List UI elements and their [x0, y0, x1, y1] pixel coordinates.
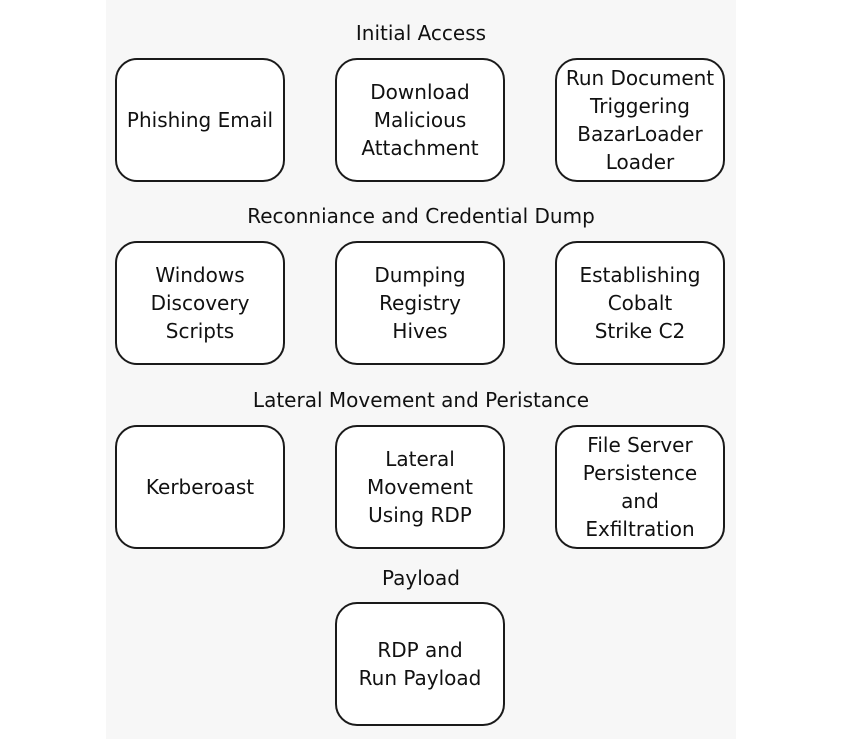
step-label: Windows Discovery Scripts	[150, 263, 250, 343]
step-label: Run Document Triggering BazarLoader Load…	[565, 66, 715, 174]
step-label: Establishing Cobalt Strike C2	[579, 263, 701, 343]
stage-title-recon-credential-dump: Reconniance and Credential Dump	[247, 204, 595, 228]
step-establishing-cobalt-strike-c2: Establishing Cobalt Strike C2	[555, 241, 725, 365]
step-label: Download Malicious Attachment	[361, 80, 479, 160]
step-lateral-movement-rdp: Lateral Movement Using RDP	[335, 425, 505, 549]
step-label: Kerberoast	[145, 475, 255, 499]
stage-title-payload: Payload	[382, 566, 460, 590]
step-label: Dumping Registry Hives	[374, 263, 466, 343]
step-run-document-bazarloader: Run Document Triggering BazarLoader Load…	[555, 58, 725, 182]
stage-title-initial-access: Initial Access	[355, 21, 487, 45]
step-phishing-email: Phishing Email	[115, 58, 285, 182]
step-rdp-run-payload: RDP and Run Payload	[335, 602, 505, 726]
step-label: File Server Persistence and Exfiltration	[582, 433, 698, 541]
step-file-server-persistence-exfiltration: File Server Persistence and Exfiltration	[555, 425, 725, 549]
step-label: Lateral Movement Using RDP	[367, 447, 473, 527]
step-label: Phishing Email	[126, 108, 274, 132]
step-download-malicious-attachment: Download Malicious Attachment	[335, 58, 505, 182]
stage-title-lateral-movement-persistence: Lateral Movement and Peristance	[252, 388, 590, 412]
step-windows-discovery-scripts: Windows Discovery Scripts	[115, 241, 285, 365]
step-dumping-registry-hives: Dumping Registry Hives	[335, 241, 505, 365]
step-label: RDP and Run Payload	[358, 638, 482, 690]
step-kerberoast: Kerberoast	[115, 425, 285, 549]
